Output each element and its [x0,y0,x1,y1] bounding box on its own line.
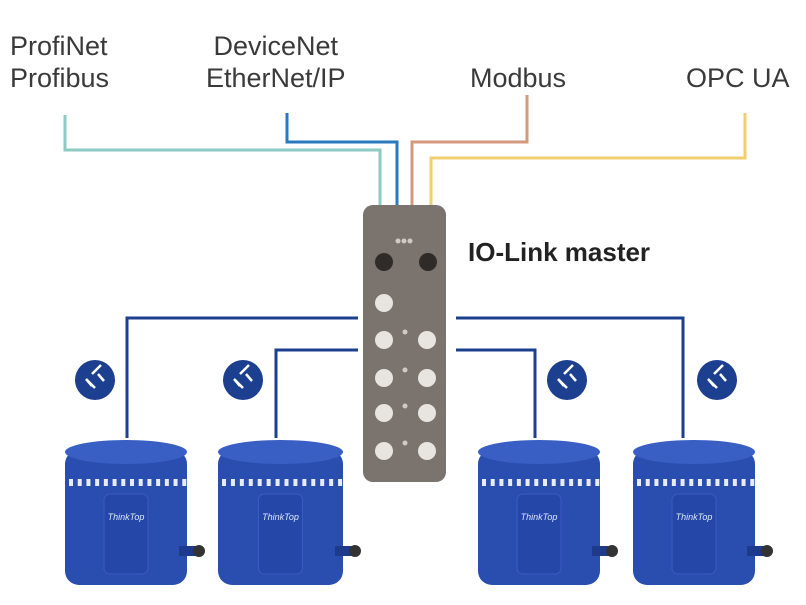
text: ProfiNet [10,31,108,61]
text: Profibus [10,63,110,93]
thinktop-device: ThinkTop [218,440,361,585]
iolink-line-3 [456,316,685,438]
io-link-icon [223,360,263,400]
iolink-line-2 [274,348,358,438]
iolink-line-4 [456,348,537,438]
thinktop-device: ThinkTop [65,440,205,585]
thinktop-device: ThinkTop [478,440,618,585]
modbus-line [410,95,529,205]
devicenet-line [285,113,399,205]
io-link-icon [75,360,115,400]
opcua-line [429,113,747,205]
label-opcua: OPC UA [686,63,790,93]
brand-text: ThinkTop [108,512,145,522]
profinet-line [63,115,382,205]
master-label: IO-Link master [468,237,651,267]
io-link-icon [547,360,587,400]
io-link-icon [697,360,737,400]
brand-text: ThinkTop [262,512,299,522]
brand-text: ThinkTop [521,512,558,522]
io-link-master [363,205,446,482]
text: EtherNet/IP [206,63,346,93]
thinktop-device: ThinkTop [633,440,773,585]
label-modbus: Modbus [470,63,567,93]
iolink-line-1 [125,316,358,438]
brand-text: ThinkTop [676,512,713,522]
text: DeviceNet [213,31,339,61]
